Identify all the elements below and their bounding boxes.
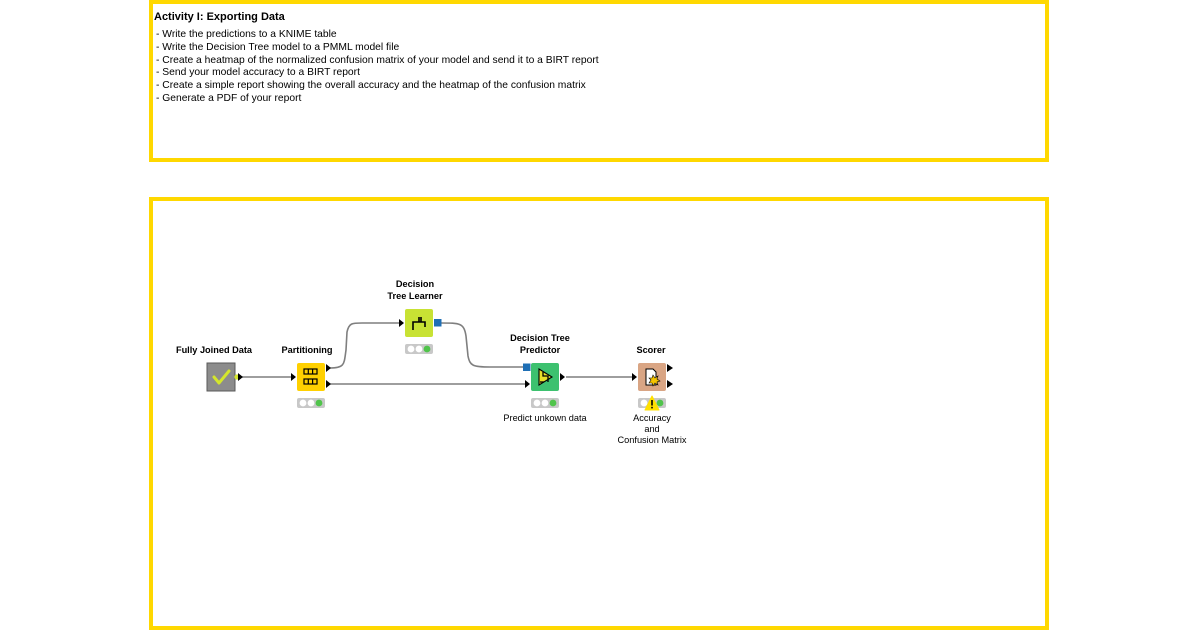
data-input-port[interactable] <box>525 380 530 388</box>
node-annotation-scorer[interactable]: Accuracy and Confusion Matrix <box>618 413 687 446</box>
connection-learner-to-predictor[interactable] <box>440 322 523 368</box>
node-partitioning[interactable] <box>291 363 331 408</box>
output-port-1[interactable] <box>667 364 673 372</box>
checkmark-icon <box>212 369 231 385</box>
output-port-arrow[interactable] <box>238 373 243 381</box>
node-label-scorer[interactable]: Scorer <box>636 345 666 355</box>
model-output-port[interactable] <box>434 319 442 327</box>
predictor-icon <box>538 368 554 386</box>
node-box[interactable] <box>405 309 433 337</box>
annotation-task-list: - Write the predictions to a KNIME table… <box>156 29 599 106</box>
output-port-1[interactable] <box>326 364 331 372</box>
task-item: - Write the Decision Tree model to a PMM… <box>156 41 400 53</box>
connections <box>240 322 633 385</box>
task-item: - Generate a PDF of your report <box>156 92 302 104</box>
node-fully-joined-data[interactable] <box>206 362 243 392</box>
node-scorer[interactable] <box>632 363 673 411</box>
output-port[interactable] <box>560 373 565 381</box>
status-traffic-light <box>297 398 325 408</box>
table-split-icon <box>303 368 318 385</box>
node-label-fully-joined-data[interactable]: Fully Joined Data <box>175 345 253 355</box>
task-item: - Create a simple report showing the ove… <box>156 80 586 92</box>
task-item: - Send your model accuracy to a BIRT rep… <box>156 67 360 79</box>
label-line: Decision Tree <box>510 333 570 343</box>
node-label-partitioning[interactable]: Partitioning <box>281 345 333 355</box>
annotation-top[interactable]: Activity I: Exporting Data - Write the p… <box>149 0 1049 162</box>
model-input-port[interactable] <box>523 363 531 372</box>
annotation-line: and <box>644 424 660 434</box>
task-item: - Write the predictions to a KNIME table <box>156 29 337 40</box>
output-port-2[interactable] <box>326 380 331 388</box>
scorer-icon <box>645 368 661 387</box>
node-label-decision-tree-learner[interactable]: Decision Tree Learner <box>387 279 442 302</box>
status-traffic-light <box>531 398 559 408</box>
output-port-2[interactable] <box>667 380 673 388</box>
node-box[interactable] <box>206 362 236 392</box>
label-line: Tree Learner <box>387 290 443 301</box>
node-box[interactable] <box>297 363 325 391</box>
node-annotation-predictor[interactable]: Predict unkown data <box>503 413 587 423</box>
tree-icon <box>412 317 426 330</box>
node-decision-tree-learner[interactable] <box>399 309 442 354</box>
input-port[interactable] <box>632 373 637 381</box>
warning-icon[interactable] <box>644 395 660 411</box>
task-item: - Create a heatmap of the normalized con… <box>156 54 599 66</box>
annotation-line: Confusion Matrix <box>617 435 687 445</box>
status-traffic-light <box>405 344 433 354</box>
node-label-decision-tree-predictor[interactable]: Decision Tree Predictor <box>510 333 570 356</box>
label-line: Predictor <box>519 344 561 355</box>
input-port[interactable] <box>399 319 404 327</box>
node-decision-tree-predictor[interactable] <box>523 363 565 408</box>
label-line: Decision <box>395 279 435 289</box>
annotation-workflow-area[interactable] <box>149 197 1049 630</box>
connection-partitioning-to-learner[interactable] <box>329 322 400 369</box>
input-port[interactable] <box>291 373 296 381</box>
annotation-title: Activity I: Exporting Data <box>154 11 285 23</box>
annotation-line: Accuracy <box>633 413 671 423</box>
